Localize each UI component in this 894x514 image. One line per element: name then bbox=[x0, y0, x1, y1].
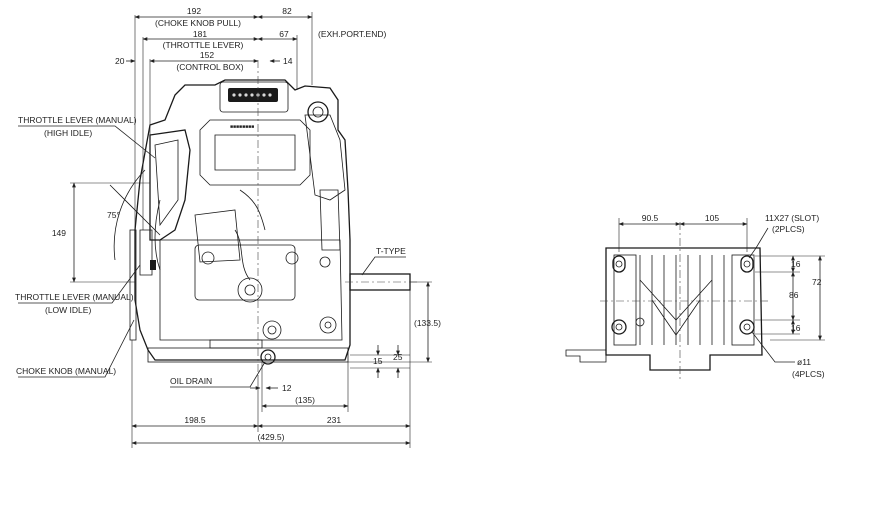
dim-base-width-left: 90.5 bbox=[642, 213, 659, 223]
dim-overall-72: 72 bbox=[812, 277, 822, 287]
dim-control-box-value: 152 bbox=[200, 50, 214, 60]
label-throttle-high-line2: (HIGH IDLE) bbox=[44, 128, 92, 138]
dim-right-width: 231 bbox=[327, 415, 341, 425]
label-t-type: T-TYPE bbox=[376, 246, 406, 256]
label-throttle-high-line1: THROTTLE LEVER (MANUAL) bbox=[18, 115, 137, 125]
dim-slot-count: (2PLCS) bbox=[772, 224, 805, 234]
dim-control-box-caption: (CONTROL BOX) bbox=[176, 62, 243, 72]
dim-slot: 11X27 (SLOT) bbox=[765, 213, 819, 223]
dim-right-offset: 14 bbox=[283, 56, 293, 66]
dim-exh-value: 82 bbox=[282, 6, 292, 16]
dim-exh-port-caption: (EXH.PORT.END) bbox=[318, 29, 386, 39]
dim-bottom-16: 16 bbox=[791, 323, 801, 333]
dim-total-width: (429.5) bbox=[258, 432, 285, 442]
dim-lever-angle: 75° bbox=[107, 210, 120, 220]
dim-exh-port-value: 67 bbox=[279, 29, 289, 39]
base-view-texts: 90.5 105 11X27 (SLOT) (2PLCS) 16 86 16 7… bbox=[642, 213, 825, 379]
front-view-texts: 192 (CHOKE KNOB PULL) 82 181 (THROTTLE L… bbox=[15, 6, 441, 442]
dim-drain-12: 12 bbox=[282, 383, 292, 393]
dim-lever-height: 149 bbox=[52, 228, 66, 238]
label-throttle-low-line2: (LOW IDLE) bbox=[45, 305, 91, 315]
dim-top-16: 16 bbox=[791, 259, 801, 269]
label-oil-drain: OIL DRAIN bbox=[170, 376, 212, 386]
dim-mid-86: 86 bbox=[789, 290, 799, 300]
engine-front-view: ■■■■■■■■ bbox=[129, 60, 418, 375]
engine-base-view bbox=[565, 222, 770, 380]
dim-throttle-value: 181 bbox=[193, 29, 207, 39]
dim-left-offset: 20 bbox=[115, 56, 125, 66]
dim-choke-pull-caption: (CHOKE KNOB PULL) bbox=[155, 18, 241, 28]
dim-shaft-height: (133.5) bbox=[414, 318, 441, 328]
dim-hole: ø11 bbox=[797, 357, 811, 367]
dim-drain-135: (135) bbox=[295, 395, 315, 405]
label-throttle-low-line1: THROTTLE LEVER (MANUAL) bbox=[15, 292, 134, 302]
dim-base-width-right: 105 bbox=[705, 213, 719, 223]
dim-hole-count: (4PLCS) bbox=[792, 369, 825, 379]
base-view-dimensions bbox=[618, 218, 825, 363]
dim-left-width: 198.5 bbox=[184, 415, 206, 425]
label-choke-knob: CHOKE KNOB (MANUAL) bbox=[16, 366, 116, 376]
lever-swing-arc bbox=[113, 169, 146, 261]
front-view-dimensions bbox=[18, 12, 432, 448]
dim-choke-pull-value: 192 bbox=[187, 6, 201, 16]
dim-shaft-25: 25 bbox=[393, 352, 403, 362]
dim-shaft-15: 15 bbox=[373, 356, 383, 366]
dim-throttle-caption: (THROTTLE LEVER) bbox=[163, 40, 244, 50]
svg-text:■■■■■■■■: ■■■■■■■■ bbox=[230, 124, 254, 130]
